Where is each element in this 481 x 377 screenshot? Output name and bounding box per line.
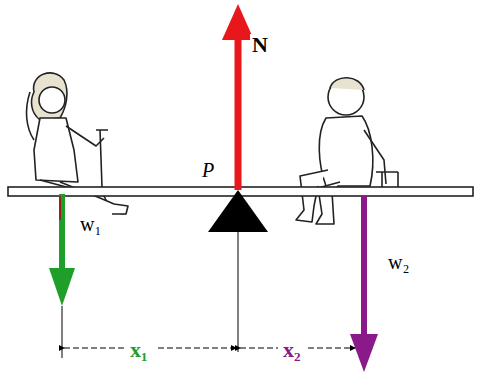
weight1-head [49, 268, 75, 306]
dimension-tick [62, 306, 63, 358]
normal-force-arrow [235, 38, 242, 190]
force-label: N [250, 34, 270, 56]
weight-label: w₁ [78, 214, 103, 234]
distance-label: x₂ [281, 339, 303, 361]
fulcrum [208, 190, 268, 232]
boy-figure [296, 78, 398, 224]
dimension-line [158, 348, 236, 349]
pivot-label: P [200, 160, 216, 180]
dimension-line [308, 348, 355, 349]
weight1-arrow [59, 194, 65, 270]
dimension-line [64, 348, 125, 349]
weight2-arrow [361, 196, 367, 336]
distance-label: x₁ [128, 339, 150, 361]
weight1-tail [59, 196, 61, 220]
dimension-line [240, 348, 278, 349]
weight2-head [350, 334, 378, 372]
weight-label: w₂ [386, 252, 411, 272]
center-line [238, 232, 239, 352]
